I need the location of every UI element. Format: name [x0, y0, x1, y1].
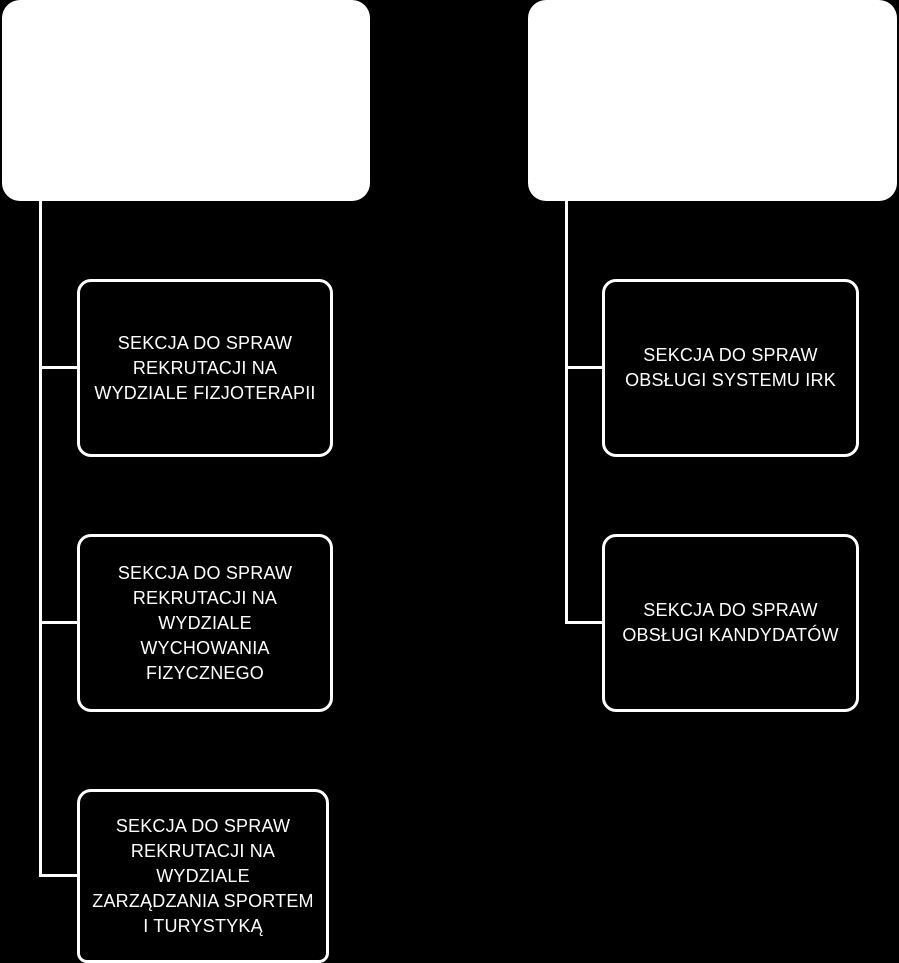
left-vertical-connector	[39, 201, 42, 877]
left-connector-branch-2	[39, 621, 79, 624]
right-connector-branch-1	[565, 366, 605, 369]
right-connector-branch-2	[565, 621, 605, 624]
section-box-zarzadzanie-sportem: SEKCJA DO SPRAW REKRUTACJI NA WYDZIALE Z…	[77, 789, 329, 963]
section-box-fizjoterapia: SEKCJA DO SPRAW REKRUTACJI NA WYDZIALE F…	[77, 279, 333, 457]
right-vertical-connector	[565, 201, 568, 623]
section-label: SEKCJA DO SPRAW OBSŁUGI SYSTEMU IRK	[625, 345, 836, 390]
section-box-obsluga-kandydatow: SEKCJA DO SPRAW OBSŁUGI KANDYDATÓW	[602, 534, 859, 712]
section-label: SEKCJA DO SPRAW REKRUTACJI NA WYDZIALE F…	[94, 332, 316, 403]
section-label: SEKCJA DO SPRAW REKRUTACJI NA WYDZIALE W…	[117, 562, 293, 683]
left-connector-branch-3	[39, 874, 79, 877]
section-box-system-irk: SEKCJA DO SPRAW OBSŁUGI SYSTEMU IRK	[602, 279, 859, 457]
section-box-wychowanie-fizyczne: SEKCJA DO SPRAW REKRUTACJI NA WYDZIALE W…	[77, 534, 333, 712]
section-label: SEKCJA DO SPRAW REKRUTACJI NA WYDZIALE Z…	[92, 815, 314, 936]
right-header-box	[528, 0, 897, 201]
left-connector-branch-1	[39, 366, 79, 369]
section-label: SEKCJA DO SPRAW OBSŁUGI KANDYDATÓW	[622, 600, 839, 645]
left-header-box	[2, 0, 370, 201]
